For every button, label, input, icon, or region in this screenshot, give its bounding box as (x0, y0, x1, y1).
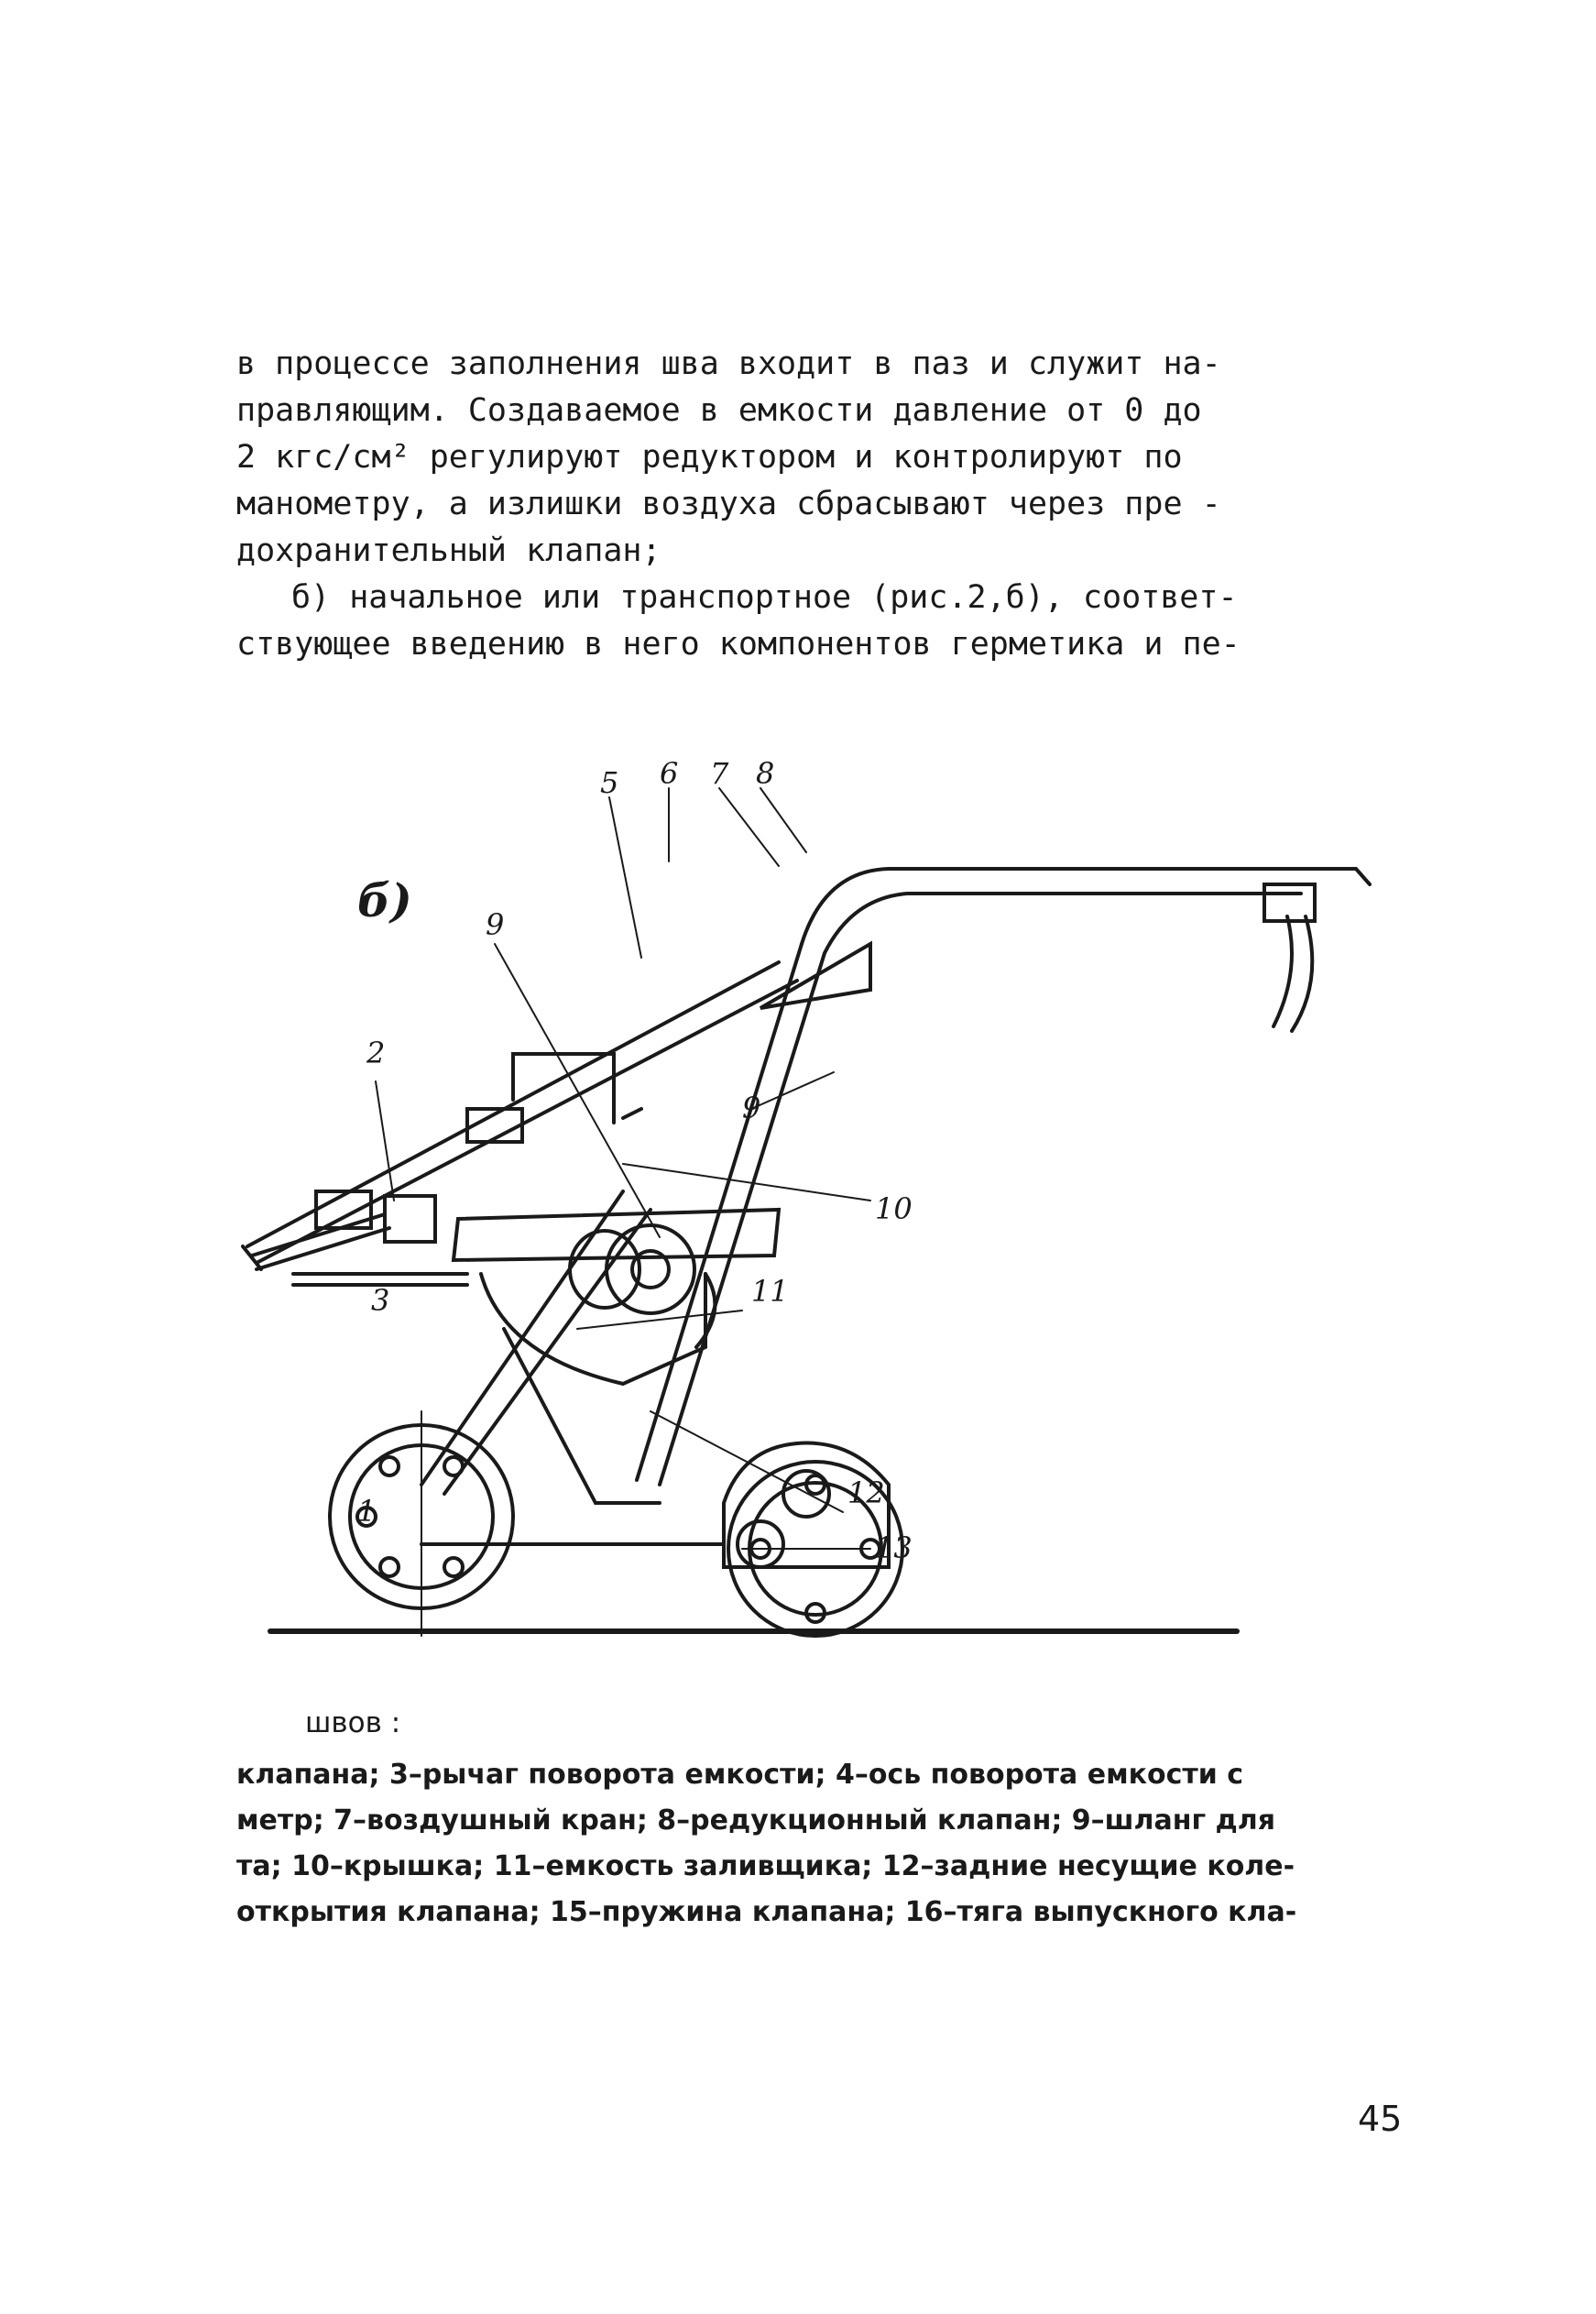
callout-3: 3 (371, 1283, 389, 1318)
dispensing-boom (246, 940, 872, 1265)
callout-2: 2 (366, 1036, 385, 1070)
callout-10: 10 (875, 1191, 913, 1226)
rear-wheel (328, 1190, 652, 1637)
callout-6: 6 (660, 761, 678, 791)
body-paragraph-1: в процессе заполнения шва входит в паз и… (236, 341, 1391, 575)
callout-11: 11 (751, 1274, 789, 1309)
callout-8: 8 (756, 761, 774, 791)
sealant-gun (241, 1194, 437, 1271)
callout-7: 7 (710, 761, 729, 791)
body-paragraph-2: б) начальное или транспортное (рис.2,б),… (236, 575, 1391, 668)
container (291, 1207, 782, 1505)
leader-lines (375, 787, 871, 1550)
caption-line: открытия клапана; 15–пружина клапана; 16… (236, 1896, 1297, 1928)
text-line: правляющим. Создаваемое в емкости давлен… (236, 392, 1202, 429)
caption-line: метр; 7–воздушный кран; 8–редукционный к… (236, 1804, 1276, 1837)
text-line: в процессе заполнения шва входит в паз и… (236, 345, 1221, 382)
caption-line: клапана; 3–рычаг поворота емкости; 4–ось… (236, 1759, 1243, 1791)
text-line: б) начальное или транспортное (рис.2,б),… (291, 579, 1238, 616)
callout-9a: 9 (486, 907, 504, 942)
text-line: дохранительный клапан; (236, 532, 661, 569)
figure-caption: клапана; 3–рычаг поворота емкости; 4–ось… (236, 1752, 1400, 1936)
callout-13: 13 (875, 1530, 913, 1565)
text-line: манометру, а излишки воздуха сбрасывают … (236, 486, 1221, 522)
text-line: ствующее введению в него компонентов гер… (236, 626, 1241, 663)
text-line: 2 кгс/см² регулируют редуктором и контро… (236, 439, 1183, 476)
handle-bar (800, 867, 1372, 1033)
caption-title: швов : (305, 1706, 401, 1739)
callout-12: 12 (847, 1475, 885, 1510)
cart-drawing-figure: б) (229, 756, 1438, 1686)
caption-line: та; 10–крышка; 11–емкость заливщика; 12–… (236, 1850, 1295, 1882)
cart-drawing: б) (241, 756, 1372, 1638)
callout-9b: 9 (742, 1091, 760, 1125)
figure-label: б) (357, 873, 412, 927)
page-number: 45 (1358, 2099, 1403, 2139)
callout-1: 1 (357, 1494, 376, 1529)
callout-5: 5 (600, 765, 618, 800)
